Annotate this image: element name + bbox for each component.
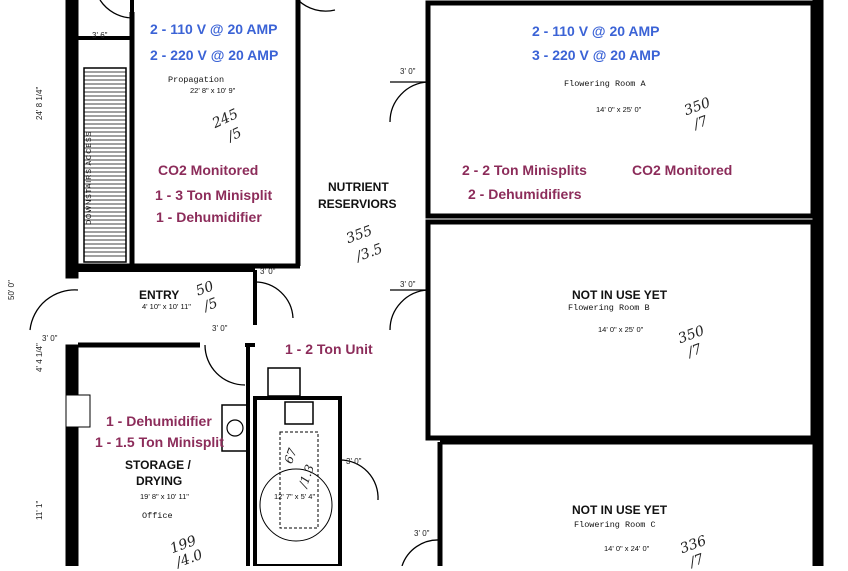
flowering-a-power-220: 3 - 220 V @ 20 AMP: [532, 47, 661, 63]
left-dim-lower: 11' 1": [35, 500, 44, 520]
flowering-c-name: Flowering Room C: [574, 520, 656, 530]
stair-width-dim: 3' 6": [92, 31, 108, 40]
stairs-label: DOWNSTAIRS ACCESS: [86, 130, 93, 225]
flowering-a-name: Flowering Room A: [564, 79, 646, 89]
storage-line1: STORAGE /: [125, 458, 191, 472]
left-dim-upper: 24' 8 1/4": [35, 86, 44, 120]
outer-wall-left-lower: [65, 344, 79, 566]
flowering-a-dims: 14' 0" x 25' 0": [596, 105, 642, 114]
door-dim-exterior: 3' 0": [42, 334, 58, 343]
storage-dims: 19' 8" x 10' 11": [140, 492, 189, 501]
stairs: [83, 67, 127, 263]
door-dim-storage: 3' 0": [212, 324, 228, 333]
storage-line2: DRYING: [136, 474, 183, 488]
outer-wall-left-upper: [65, 0, 79, 279]
door-dim-entry-east: 3' 0": [260, 267, 276, 276]
stair-treads: [84, 71, 126, 257]
flowering-a-minisplits: 2 - 2 Ton Minisplits: [462, 162, 587, 178]
flowering-b-name: Flowering Room B: [568, 303, 650, 313]
flowering-c-status: NOT IN USE YET: [572, 503, 668, 517]
propagation-power-110: 2 - 110 V @ 20 AMP: [150, 21, 278, 37]
hall-unit: 1 - 2 Ton Unit: [285, 341, 373, 357]
flowering-room-b-walls: [425, 219, 816, 441]
propagation-dehumidifier: 1 - Dehumidifier: [156, 209, 262, 225]
bathroom-dims: 12' 7" x 5' 4": [274, 492, 316, 501]
door-dim-bathroom: 3' 0": [346, 457, 362, 466]
bathroom-walls: [253, 396, 342, 566]
flowering-c-dims: 14' 0" x 24' 0": [604, 544, 650, 553]
storage-minisplit: 1 - 1.5 Ton Minisplit: [95, 434, 224, 450]
door-dim-flowering-b: 3' 0": [400, 280, 416, 289]
propagation-dims: 22' 8" x 10' 9": [190, 86, 236, 95]
left-dim-mid: 4' 4 1/4": [35, 343, 44, 372]
flowering-a-power-110: 2 - 110 V @ 20 AMP: [532, 23, 660, 39]
reservoirs-line2: RESERVIORS: [318, 197, 397, 211]
propagation-minisplit: 1 - 3 Ton Minisplit: [155, 187, 273, 203]
door-dim-flowering-a: 3' 0": [400, 67, 416, 76]
door-swings: [29, 0, 441, 566]
reservoirs-line1: NUTRIENT: [328, 180, 389, 194]
flowering-room-a-walls: [425, 0, 816, 219]
left-dim-total: 50' 0": [7, 280, 16, 300]
flowering-b-status: NOT IN USE YET: [572, 288, 668, 302]
propagation-power-220: 2 - 220 V @ 20 AMP: [150, 47, 279, 63]
flowering-a-co2: CO2 Monitored: [632, 162, 733, 178]
entry-name: ENTRY: [139, 288, 180, 302]
door-dim-flowering-c: 3' 0": [414, 529, 430, 538]
flowering-a-dehumidifiers: 2 - Dehumidifiers: [468, 186, 582, 202]
storage-dehumidifier: 1 - Dehumidifier: [106, 413, 212, 429]
flowering-b-dims: 14' 0" x 25' 0": [598, 325, 644, 334]
propagation-room-name: Propagation: [168, 75, 225, 85]
entry-dims: 4' 10" x 10' 11": [142, 302, 191, 311]
propagation-co2: CO2 Monitored: [158, 162, 259, 178]
storage-sub: Office: [142, 511, 173, 521]
